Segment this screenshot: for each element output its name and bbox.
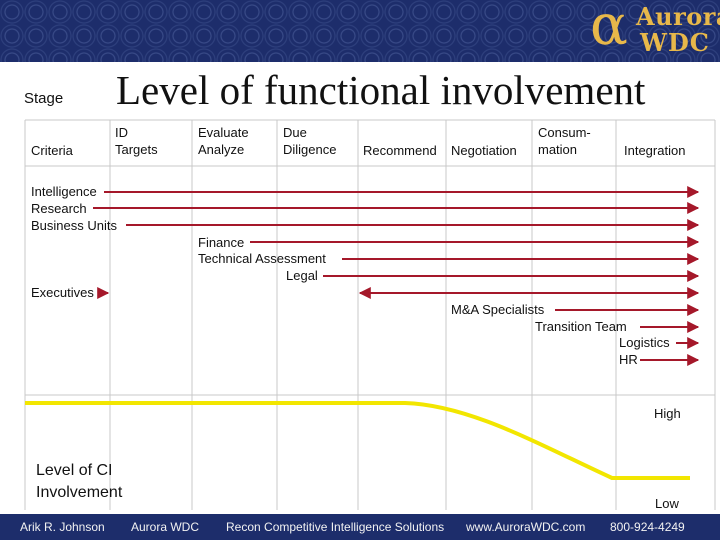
footer-website: www.AuroraWDC.com — [466, 520, 586, 534]
function-business-units: Business Units — [31, 218, 117, 233]
function-transition-team: Transition Team — [535, 319, 627, 334]
stage-consummation: Consum- mation — [538, 125, 591, 157]
ci-involvement-label: Level of CI Involvement — [36, 460, 122, 504]
footer-phone: 800-924-4249 — [610, 520, 685, 534]
stage-negotiation: Negotiation — [451, 143, 517, 158]
function-hr: HR — [619, 352, 638, 367]
high-label: High — [654, 406, 681, 421]
logo-word-aurora: Aurora — [636, 2, 720, 31]
function-intelligence: Intelligence — [31, 184, 97, 199]
stage-recommend: Recommend — [363, 143, 437, 158]
header-banner: α Aurora WDC — [0, 0, 720, 62]
function-ma-specialists: M&A Specialists — [451, 302, 545, 317]
ci-involvement-curve — [25, 401, 690, 480]
aurora-logo: α Aurora WDC — [582, 0, 720, 62]
function-logistics: Logistics — [619, 335, 670, 350]
function-technical-assessment: Technical Assessment — [198, 251, 326, 266]
criteria-label: Criteria — [31, 143, 73, 158]
stage-label: Stage — [24, 90, 64, 107]
function-research: Research — [31, 201, 87, 216]
stage-evaluate-analyze: Evaluate Analyze — [198, 125, 249, 157]
involvement-arrows — [93, 186, 700, 366]
footer-author: Arik R. Johnson — [20, 520, 105, 534]
stage-due-diligence: Due Diligence — [283, 125, 337, 157]
logo-word-wdc: WDC — [640, 28, 710, 57]
footer-service: Recon Competitive Intelligence Solutions — [226, 520, 445, 534]
grid-lines — [24, 119, 716, 510]
ci-involvement-label-line1: Level of CI — [36, 462, 113, 479]
footer-bar: Arik R. Johnson Aurora WDC Recon Competi… — [0, 514, 720, 540]
alpha-logo-icon: α — [590, 0, 628, 58]
low-label: Low — [655, 496, 679, 511]
slide-title: Level of functional involvement — [116, 67, 646, 113]
function-legal: Legal — [286, 268, 318, 283]
ci-involvement-label-line2: Involvement — [36, 484, 123, 501]
function-executives: Executives — [31, 285, 94, 300]
footer-company: Aurora WDC — [131, 520, 200, 534]
stage-integration: Integration — [624, 143, 686, 158]
stage-id-targets: ID Targets — [115, 125, 158, 157]
function-finance: Finance — [198, 235, 245, 250]
